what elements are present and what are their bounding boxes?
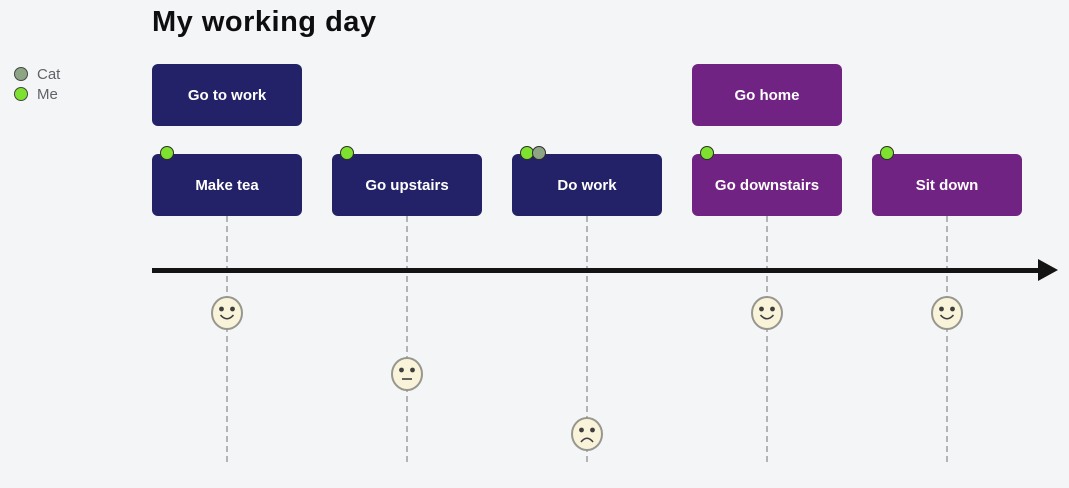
event-label: Go downstairs (714, 176, 820, 194)
face-icon (211, 296, 243, 330)
face-icon (751, 296, 783, 330)
event-box-go-downstairs[interactable]: Go downstairs (692, 146, 842, 216)
cat-marker-icon (532, 146, 546, 160)
neutral-face-sticker[interactable] (390, 356, 424, 392)
face-icon (931, 296, 963, 330)
timeline-axis (152, 268, 1040, 273)
connector-line (406, 216, 408, 462)
legend-item-me: Me (14, 84, 60, 104)
sad-face-sticker[interactable] (570, 416, 604, 452)
legend-item-cat: Cat (14, 64, 60, 84)
happy-face-sticker[interactable] (210, 295, 244, 331)
event-label: Go to work (187, 86, 267, 104)
event-label: Sit down (915, 176, 979, 194)
event-box-go-upstairs[interactable]: Go upstairs (332, 146, 482, 216)
face-icon (571, 417, 603, 451)
cat-marker-icon (14, 67, 28, 81)
face-icon (391, 357, 423, 391)
event-label: Do work (557, 176, 617, 194)
event-box-go-home[interactable]: Go home (692, 64, 842, 126)
me-marker-icon (340, 146, 354, 160)
happy-face-sticker[interactable] (750, 295, 784, 331)
event-label: Go upstairs (365, 176, 449, 194)
happy-face-sticker[interactable] (930, 295, 964, 331)
page-title: My working day (152, 6, 377, 38)
connector-line (946, 216, 948, 462)
event-box-make-tea[interactable]: Make tea (152, 146, 302, 216)
event-box-sit-down[interactable]: Sit down (872, 146, 1022, 216)
me-marker-icon (700, 146, 714, 160)
me-marker-icon (160, 146, 174, 160)
legend: Cat Me (14, 64, 60, 104)
event-box-go-to-work[interactable]: Go to work (152, 64, 302, 126)
connector-line (766, 216, 768, 462)
event-box-do-work[interactable]: Do work (512, 146, 662, 216)
legend-label: Me (37, 85, 58, 103)
me-marker-icon (14, 87, 28, 101)
me-marker-icon (880, 146, 894, 160)
event-label: Make tea (195, 176, 259, 194)
timeline-axis-arrowhead-icon (1038, 259, 1058, 281)
connector-line (226, 216, 228, 462)
event-label: Go home (734, 86, 800, 104)
legend-label: Cat (37, 65, 61, 83)
connector-line (586, 216, 588, 462)
